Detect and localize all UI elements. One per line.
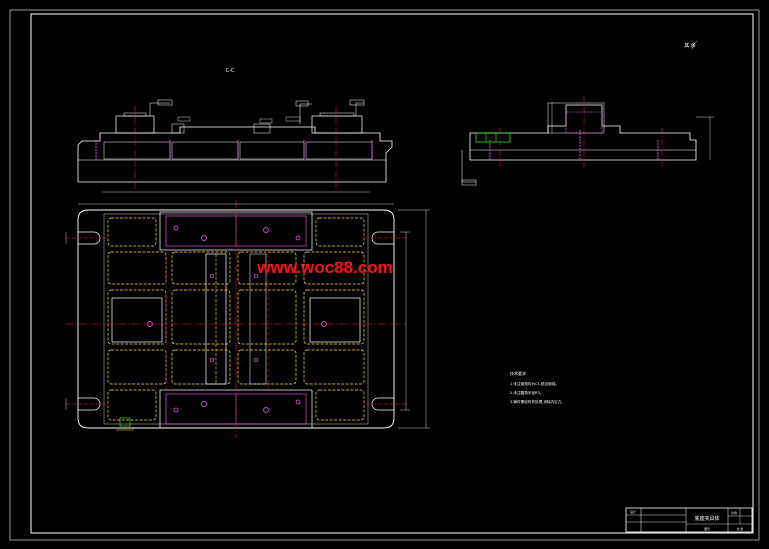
title-block-sheet-count: 共 张 <box>737 527 744 531</box>
sheet-border-inner <box>30 13 754 534</box>
side-view: 其 余 <box>461 40 714 186</box>
title-block-number-label: 图号 <box>704 527 710 531</box>
title-block-main-title: 底座夹具体 <box>694 515 719 522</box>
front-section-view: C-C <box>77 68 393 193</box>
notes-line-1: 1.未注倒角均为C1,锐边倒钝。 <box>510 381 559 386</box>
title-block-design-label: 设计 <box>630 510 636 514</box>
section-label: C-C <box>226 68 235 74</box>
notes-title: 技术要求 <box>510 370 526 376</box>
title-block: 底座夹具体 比例 共 张 设计 图号 <box>625 507 753 533</box>
notes-line-3: 3.铸件需经时效处理,消除内应力。 <box>510 399 565 404</box>
technical-notes: 技术要求 1.未注倒角均为C1,锐边倒钝。 2.未注圆角半径R3。 3.铸件需经… <box>510 370 565 404</box>
watermark: www.woc88.com <box>256 258 392 277</box>
roughness-note: 其 余 <box>684 42 696 49</box>
notes-line-2: 2.未注圆角半径R3。 <box>510 390 543 395</box>
sheet-border-outer <box>9 9 760 541</box>
plan-view <box>65 200 430 438</box>
title-block-scale-label: 比例 <box>731 511 737 515</box>
